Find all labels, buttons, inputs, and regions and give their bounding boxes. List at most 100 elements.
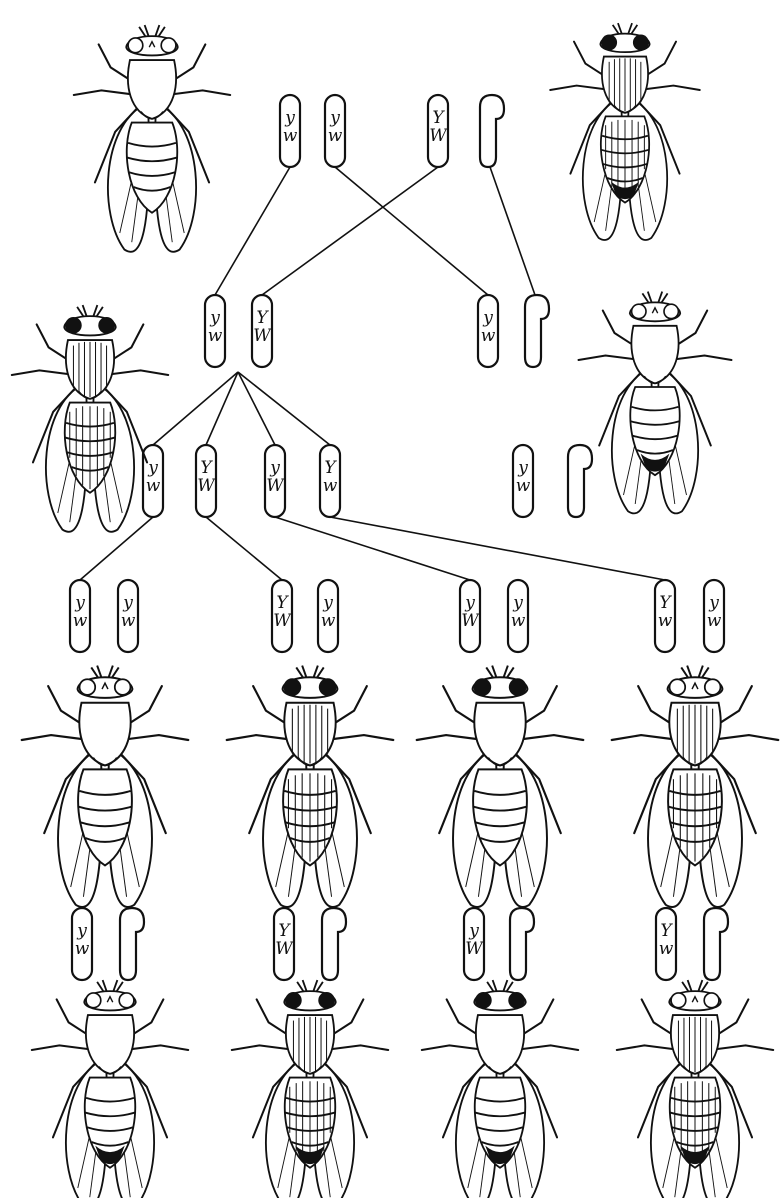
chromosomes: ywywYWywYWywywYWyWYwywywywYWywyWywYwywyw… (70, 95, 728, 980)
gene-label-y: y (122, 593, 133, 613)
f2-male-1-chromosome-2 (120, 908, 144, 980)
f1-male-fly-yellow-white (579, 292, 732, 514)
gene-label-y: Y (276, 593, 289, 613)
gamete-chromosome-4: Yw (320, 445, 340, 517)
inheritance-line (330, 517, 665, 580)
inheritance-line (238, 372, 330, 445)
sperm-chromosome-1: yw (513, 445, 533, 517)
gene-label-w: w (75, 939, 90, 959)
f2-female-2-chromosome-1: YW (272, 580, 292, 652)
f1-male-chromosome-2 (525, 295, 549, 367)
f2-female-3-chromosome-1: yW (460, 580, 480, 652)
f2-female-4-chromosome-1: Yw (655, 580, 675, 652)
f2-male-3-chromosome-2 (510, 908, 534, 980)
f2-female-fly-2 (227, 666, 394, 907)
p-female-chromosome-2: yw (325, 95, 345, 167)
gene-label-y: y (74, 593, 85, 613)
gene-label-y: y (708, 593, 719, 613)
f2-female-fly-4 (612, 666, 779, 907)
gene-label-w: w (121, 611, 136, 631)
gene-label-w: W (275, 939, 294, 959)
gene-label-y: y (284, 108, 295, 128)
f2-male-2-chromosome-1: YW (274, 908, 294, 980)
gene-label-y: y (209, 308, 220, 328)
gene-label-w: W (273, 611, 292, 631)
f2-female-fly-1 (22, 666, 189, 907)
inheritance-line (153, 372, 238, 445)
gene-label-y: Y (256, 308, 269, 328)
gene-label-w: w (73, 611, 88, 631)
gene-label-w: W (253, 326, 272, 346)
gene-label-w: W (197, 476, 216, 496)
f2-female-1-chromosome-1: yw (70, 580, 90, 652)
gene-label-w: w (283, 126, 298, 146)
p-male-chromosome-2 (480, 95, 504, 167)
f1-female-chromosome-2: YW (252, 295, 272, 367)
gene-label-w: w (659, 939, 674, 959)
gene-label-y: y (482, 308, 493, 328)
gene-label-w: w (328, 126, 343, 146)
inheritance-line (490, 167, 535, 295)
gamete-chromosome-3: yW (265, 445, 285, 517)
f2-male-fly-1 (32, 980, 188, 1198)
gene-label-y: y (76, 921, 87, 941)
gene-label-y: y (517, 458, 528, 478)
f1-female-chromosome-1: yw (205, 295, 225, 367)
p-male-chromosome-1: YW (428, 95, 448, 167)
gene-label-y: Y (659, 593, 672, 613)
p-female-chromosome-1: yw (280, 95, 300, 167)
sperm-chromosome-2 (568, 445, 592, 517)
p-female-fly-yellow-white (74, 25, 230, 252)
f2-male-fly-4 (617, 980, 773, 1198)
f2-male-3-chromosome-1: yW (464, 908, 484, 980)
gamete-chromosome-1: yw (143, 445, 163, 517)
f2-male-1-chromosome-1: yw (72, 908, 92, 980)
gene-label-w: W (465, 939, 484, 959)
p-male-fly-wild-type (550, 23, 700, 240)
inheritance-lines (80, 167, 665, 580)
f2-male-2-chromosome-2 (322, 908, 346, 980)
gene-label-y: Y (660, 921, 673, 941)
gene-label-y: Y (278, 921, 291, 941)
gene-label-w: W (461, 611, 480, 631)
gene-label-y: Y (432, 108, 445, 128)
gene-label-w: w (323, 476, 338, 496)
gene-label-w: w (658, 611, 673, 631)
f2-male-fly-3 (422, 980, 578, 1198)
gene-label-w: w (707, 611, 722, 631)
gamete-chromosome-2: YW (196, 445, 216, 517)
gene-label-w: w (516, 476, 531, 496)
f1-male-chromosome-1: yw (478, 295, 498, 367)
f2-female-2-chromosome-2: yw (318, 580, 338, 652)
gene-label-y: y (468, 921, 479, 941)
inheritance-line (80, 517, 153, 580)
gene-label-w: w (511, 611, 526, 631)
gene-label-y: y (269, 458, 280, 478)
inheritance-line (206, 372, 238, 445)
f2-male-fly-2 (232, 980, 388, 1198)
inheritance-line (215, 167, 290, 295)
f2-female-4-chromosome-2: yw (704, 580, 724, 652)
inheritance-line (238, 372, 275, 445)
gene-label-w: w (146, 476, 161, 496)
gene-label-y: y (512, 593, 523, 613)
f2-male-4-chromosome-1: Yw (656, 908, 676, 980)
f2-female-1-chromosome-2: yw (118, 580, 138, 652)
inheritance-line (206, 517, 282, 580)
gene-label-w: w (321, 611, 336, 631)
gene-label-y: y (329, 108, 340, 128)
f2-male-4-chromosome-2 (704, 908, 728, 980)
gene-label-w: w (208, 326, 223, 346)
gene-label-w: w (481, 326, 496, 346)
gene-label-y: Y (200, 458, 213, 478)
gene-label-w: W (266, 476, 285, 496)
gene-label-y: y (147, 458, 158, 478)
gene-label-y: Y (324, 458, 337, 478)
f2-female-3-chromosome-2: yw (508, 580, 528, 652)
gene-label-y: y (464, 593, 475, 613)
inheritance-line (275, 517, 470, 580)
gene-label-w: W (429, 126, 448, 146)
f2-female-fly-3 (417, 666, 584, 907)
gene-label-y: y (322, 593, 333, 613)
